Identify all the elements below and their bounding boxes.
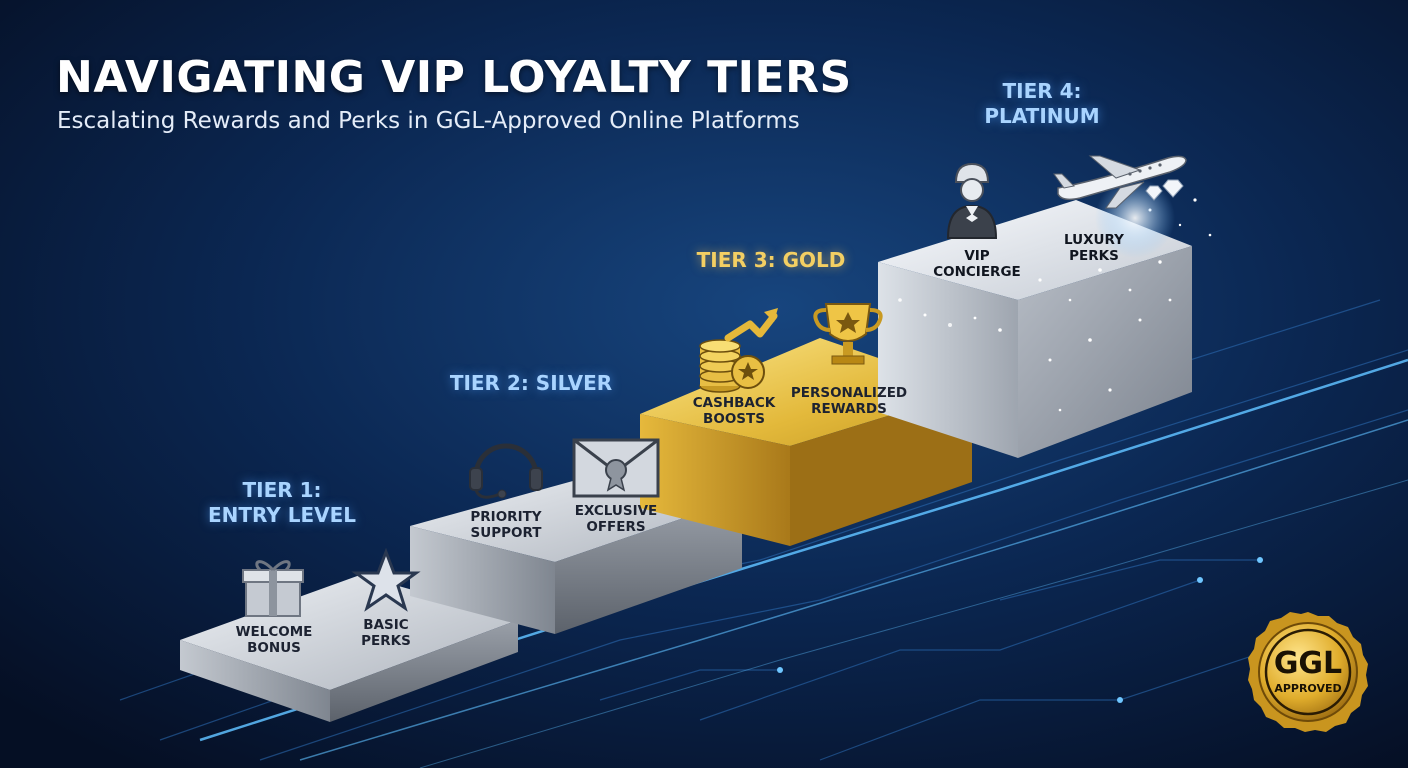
perk-basic-perks: BASIC PERKS [336,617,436,649]
tier-4-label-line1: TIER 4: [962,79,1122,104]
perk-personalized-rewards: PERSONALIZED REWARDS [776,385,922,417]
perk-line: BONUS [214,640,334,656]
seal-text-approved: APPROVED [1262,682,1354,695]
perk-line: SUPPORT [448,525,564,541]
gift-icon [243,562,303,616]
perk-line: PERKS [1044,248,1144,264]
tier-4-label-line2: PLATINUM [962,104,1122,129]
perk-welcome-bonus: WELCOME BONUS [214,624,334,656]
perk-line: OFFERS [556,519,676,535]
perk-luxury-perks: LUXURY PERKS [1044,232,1144,264]
perk-line: PERSONALIZED [776,385,922,401]
perk-line: REWARDS [776,401,922,417]
tier-4-label: TIER 4: PLATINUM [962,79,1122,129]
envelope-icon [574,440,658,496]
page-subtitle: Escalating Rewards and Perks in GGL-Appr… [57,108,800,134]
perk-priority-support: PRIORITY SUPPORT [448,509,564,541]
perk-line: BASIC [336,617,436,633]
perk-vip-concierge: VIP CONCIERGE [922,248,1032,280]
perk-line: LUXURY [1044,232,1144,248]
perk-line: WELCOME [214,624,334,640]
tier-3-label-line1: TIER 3: GOLD [676,248,866,273]
tier-1-label: TIER 1: ENTRY LEVEL [192,478,372,528]
tier-2-label-line1: TIER 2: SILVER [426,371,636,396]
perk-line: PERKS [336,633,436,649]
perk-line: EXCLUSIVE [556,503,676,519]
seal-text-ggl: GGL [1262,648,1354,680]
tier-3-label: TIER 3: GOLD [676,248,866,273]
page-title: NAVIGATING VIP LOYALTY TIERS [56,52,852,103]
perk-line: PRIORITY [448,509,564,525]
perk-line: VIP [922,248,1032,264]
tier-2-label: TIER 2: SILVER [426,371,636,396]
perk-line: CONCIERGE [922,264,1032,280]
tier-1-label-line2: ENTRY LEVEL [192,503,372,528]
perk-exclusive-offers: EXCLUSIVE OFFERS [556,503,676,535]
tier-1-label-line1: TIER 1: [192,478,372,503]
